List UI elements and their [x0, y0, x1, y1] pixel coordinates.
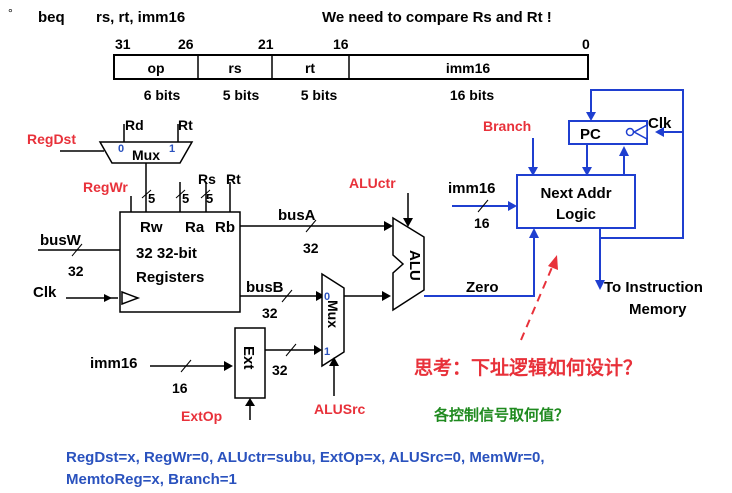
busb-label: busB	[246, 279, 284, 296]
mux-alu-in0: 0	[324, 291, 330, 303]
width-rt: 5 bits	[301, 87, 338, 103]
busb-width: 32	[262, 305, 278, 321]
regdst-signal: RegDst	[27, 131, 76, 147]
bit-0: 0	[582, 36, 590, 52]
pc-clk-label: Clk	[648, 115, 672, 132]
instruction-format: 31 26 21 16 0 op rs rt imm16 6 bits 5 bi…	[113, 36, 590, 103]
rf-width-rb: 5	[206, 191, 213, 206]
rf-rw: Rw	[140, 219, 163, 236]
header-note: We need to compare Rs and Rt !	[322, 9, 552, 26]
field-imm16: imm16	[446, 60, 491, 76]
alusrc-mux: 0 Mux 1	[321, 272, 345, 368]
mux-top-rd: Rd	[125, 117, 144, 133]
busw-width: 32	[68, 263, 84, 279]
zero-label: Zero	[466, 279, 499, 296]
width-rs: 5 bits	[223, 87, 260, 103]
rf-line1: 32 32-bit	[136, 245, 197, 262]
instr-operands: rs, rt, imm16	[96, 9, 185, 26]
pc-register: PC	[568, 120, 648, 145]
field-rt: rt	[305, 60, 315, 76]
mux-top-in1: 1	[169, 143, 175, 155]
mux-top-rt: Rt	[178, 117, 193, 133]
rf-width-rw: 5	[148, 191, 155, 206]
answer-line1: RegDst=x, RegWr=0, ALUctr=subu, ExtOp=x,…	[66, 449, 544, 466]
mux-top-label: Mux	[132, 147, 160, 163]
alu: ALU	[392, 216, 425, 312]
rf-rt-label: Rt	[226, 171, 241, 187]
branch-signal: Branch	[483, 118, 531, 134]
rf-rs-label: Rs	[198, 171, 216, 187]
width-imm16: 16 bits	[450, 87, 495, 103]
nextaddr-line2: Logic	[556, 206, 596, 223]
bit-31: 31	[115, 36, 131, 52]
format-box	[113, 54, 589, 80]
next-addr-logic: Next Addr Logic	[516, 174, 636, 229]
alu-label: ALU	[406, 250, 423, 281]
bit-26: 26	[178, 36, 194, 52]
subquestion-text: 各控制信号取何值？	[433, 406, 569, 424]
aluctr-signal: ALUctr	[349, 175, 396, 191]
imm16-next-width: 16	[474, 215, 490, 231]
rf-ra: Ra	[185, 219, 205, 236]
answer-line2: MemtoReg=x, Branch=1	[66, 471, 237, 488]
bit-16: 16	[333, 36, 349, 52]
regwr-signal: RegWr	[83, 179, 128, 195]
to-mem-line2: Memory	[629, 301, 687, 318]
question-text: 思考：下址逻辑如何设计？	[414, 356, 642, 379]
field-rs: rs	[228, 60, 241, 76]
bullet: °	[8, 6, 13, 20]
busa-label: busA	[278, 207, 316, 224]
mux-top-in0: 0	[118, 143, 124, 155]
imm16-label: imm16	[90, 355, 138, 372]
busa-width: 32	[303, 240, 319, 256]
busw-label: busW	[40, 232, 82, 249]
nextaddr-line1: Next Addr	[540, 185, 611, 202]
imm16-next-label: imm16	[448, 180, 496, 197]
sign-extender: Ext	[234, 327, 266, 399]
width-op: 6 bits	[144, 87, 181, 103]
rf-rb: Rb	[215, 219, 235, 236]
regdst-mux: Rd Rt 0 Mux 1	[60, 117, 194, 212]
alusrc-signal: ALUSrc	[314, 401, 366, 417]
imm16-width: 16	[172, 380, 188, 396]
pc-label: PC	[580, 126, 601, 143]
to-mem-line1: To Instruction	[604, 279, 703, 296]
field-op: op	[147, 60, 164, 76]
ext-width: 32	[272, 362, 288, 378]
ext-label: Ext	[240, 346, 257, 369]
rf-width-ra: 5	[182, 191, 189, 206]
instr-name: beq	[38, 9, 65, 26]
rf-line2: Registers	[136, 269, 204, 286]
mux-alu-in1: 1	[324, 346, 330, 358]
mux-alu-label: Mux	[325, 300, 341, 328]
register-file: Rw Ra Rb 32 32-bit Registers	[119, 211, 241, 313]
bit-21: 21	[258, 36, 274, 52]
clk-label: Clk	[33, 284, 57, 301]
extop-signal: ExtOp	[181, 408, 222, 424]
